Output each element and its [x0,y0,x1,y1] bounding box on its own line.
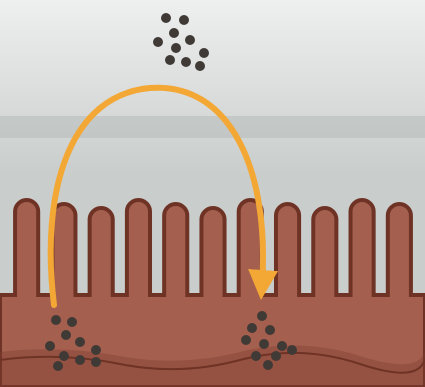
particle-dot [171,43,181,53]
particle-dot [251,351,261,361]
particle-dot [263,360,273,370]
particle-dot [185,35,195,45]
particle-dot [61,330,71,340]
particle-dot [199,48,209,58]
particle-dot [165,55,175,65]
particle-dot [259,339,269,349]
particle-dot [153,37,163,47]
particle-dot [51,315,61,325]
particle-dot [241,335,251,345]
particle-dot [91,357,101,367]
particle-dot [265,325,275,335]
particle-dot [195,61,205,71]
particle-dot [271,351,281,361]
particle-dot [181,57,191,67]
particle-dot [257,311,267,321]
particle-dot [75,355,85,365]
particle-dot [59,351,69,361]
particle-dot [287,345,297,355]
particle-dot [75,337,85,347]
particle-dot [91,345,101,355]
particle-dot [169,28,179,38]
particle-dot [45,341,55,351]
lumen-band [0,116,425,138]
particle-dot [161,13,171,23]
particle-dot [179,15,189,25]
particle-dot [67,317,77,327]
particle-dot [277,341,287,351]
particle-dot [247,323,257,333]
particle-dot [53,361,63,371]
